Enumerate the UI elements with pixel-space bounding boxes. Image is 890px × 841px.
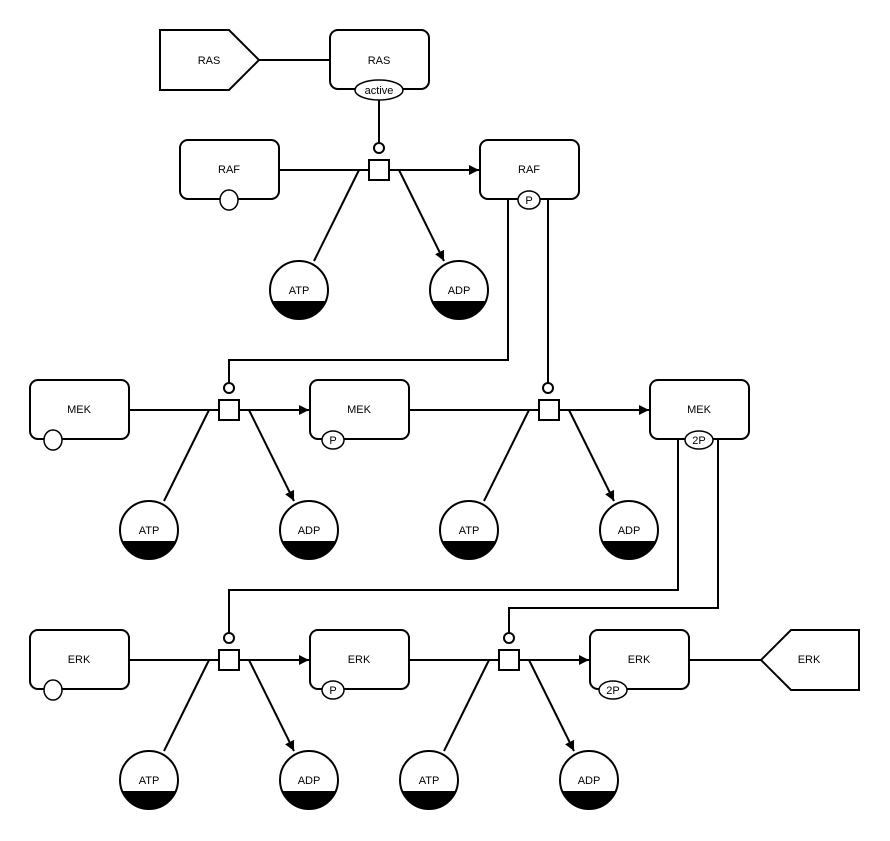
catalysis-terminals	[223, 142, 554, 644]
mek-p-state-label: P	[329, 435, 336, 447]
atp-small-molecule[interactable]: ATP	[439, 500, 499, 560]
raf-p-state-label: P	[525, 195, 532, 207]
small-molecules: ATP ADP ATP ADP ATP ADP ATP ADP ATP ADP	[119, 260, 659, 810]
mek-label: MEK	[67, 404, 92, 416]
catalysis-terminal	[223, 632, 235, 644]
state-variable-p: P	[517, 190, 541, 210]
clone-marker	[122, 791, 176, 809]
mek-p-macromolecule[interactable]: MEK P	[309, 379, 410, 450]
erk-tag-label: ERK	[798, 654, 821, 666]
raf-catalysis-arc-1	[228, 200, 509, 383]
adp-label: ADP	[578, 775, 601, 787]
empty-state-variable	[43, 679, 63, 701]
ras-tag[interactable]: RAS	[159, 29, 261, 91]
atp-small-molecule[interactable]: ATP	[119, 500, 179, 560]
process-node[interactable]	[218, 649, 240, 671]
empty-state-variable	[219, 189, 239, 211]
state-variable-2p: 2P	[598, 680, 628, 700]
process-node[interactable]	[368, 159, 390, 181]
atp-consumption-arc-3	[483, 409, 530, 502]
adp-production-arc-1	[398, 169, 445, 262]
atp-consumption-arc-5	[443, 659, 490, 752]
ras-macromolecule[interactable]: RAS active	[329, 29, 430, 101]
atp-label: ATP	[419, 775, 440, 787]
erk-macromolecule[interactable]: ERK	[29, 629, 130, 701]
ras-state-label: active	[365, 85, 394, 97]
state-variable-active: active	[354, 79, 404, 101]
raf-macromolecule[interactable]: RAF	[179, 139, 280, 211]
atp-consumption-arc-4	[163, 659, 210, 752]
atp-label: ATP	[459, 525, 480, 537]
clone-marker	[282, 541, 336, 560]
mek-p-label: MEK	[347, 404, 372, 416]
state-variable-p: P	[321, 430, 345, 450]
atp-small-molecule[interactable]: ATP	[119, 750, 179, 810]
process-node[interactable]	[538, 399, 560, 421]
ras-tag-label: RAS	[198, 55, 221, 67]
clone-marker	[442, 541, 496, 559]
catalysis-terminal	[542, 382, 554, 394]
adp-small-molecule[interactable]: ADP	[429, 260, 489, 320]
mek-2p-state-label: 2P	[692, 435, 705, 447]
state-variable-p: P	[321, 680, 345, 700]
adp-small-molecule[interactable]: ADP	[599, 500, 659, 560]
mek-2p-macromolecule[interactable]: MEK 2P	[649, 379, 750, 450]
atp-label: ATP	[139, 525, 160, 537]
clone-marker	[282, 791, 336, 810]
erk-2p-macromolecule[interactable]: ERK 2P	[589, 629, 690, 700]
erk-2p-state-label: 2P	[606, 685, 619, 697]
mek-catalysis-arc-2	[508, 440, 719, 633]
clone-marker	[562, 791, 616, 810]
adp-label: ADP	[298, 525, 321, 537]
erk-p-label: ERK	[348, 654, 371, 666]
adp-label: ADP	[298, 775, 321, 787]
erk-p-state-label: P	[329, 685, 336, 697]
clone-marker	[432, 301, 486, 320]
atp-small-molecule[interactable]: ATP	[269, 260, 329, 320]
raf-p-macromolecule[interactable]: RAF P	[479, 139, 580, 210]
raf-p-label: RAF	[518, 164, 540, 176]
adp-label: ADP	[448, 285, 471, 297]
atp-consumption-arc-1	[313, 169, 360, 262]
adp-production-arc-4	[248, 659, 295, 752]
mek-catalysis-arc-1	[228, 440, 679, 633]
erk-p-macromolecule[interactable]: ERK P	[309, 629, 410, 700]
process-node[interactable]	[218, 399, 240, 421]
process-node[interactable]	[498, 649, 520, 671]
adp-production-arc-5	[528, 659, 575, 752]
arcs	[129, 59, 761, 752]
catalysis-terminal	[373, 142, 385, 154]
adp-small-molecule[interactable]: ADP	[559, 750, 619, 810]
mek-2p-label: MEK	[687, 404, 712, 416]
state-variable-2p: 2P	[684, 430, 714, 450]
raf-label: RAF	[218, 164, 240, 176]
atp-consumption-arc-2	[163, 409, 210, 502]
catalysis-terminal	[223, 382, 235, 394]
adp-small-molecule[interactable]: ADP	[279, 750, 339, 810]
process-nodes	[218, 159, 560, 671]
adp-label: ADP	[618, 525, 641, 537]
erk-2p-label: ERK	[628, 654, 651, 666]
clone-marker	[602, 541, 656, 560]
clone-marker	[402, 791, 456, 810]
empty-state-variable	[43, 429, 63, 451]
catalysis-terminal	[503, 632, 515, 644]
adp-production-arc-2	[248, 409, 295, 502]
mek-macromolecule[interactable]: MEK	[29, 379, 130, 451]
ras-label: RAS	[368, 55, 391, 67]
clone-marker	[122, 541, 176, 559]
erk-label: ERK	[68, 654, 91, 666]
adp-small-molecule[interactable]: ADP	[279, 500, 339, 560]
atp-label: ATP	[139, 775, 160, 787]
clone-marker	[272, 301, 326, 320]
atp-small-molecule[interactable]: ATP	[399, 750, 459, 810]
adp-production-arc-3	[568, 409, 615, 502]
atp-label: ATP	[289, 285, 310, 297]
erk-tag[interactable]: ERK	[759, 629, 860, 691]
